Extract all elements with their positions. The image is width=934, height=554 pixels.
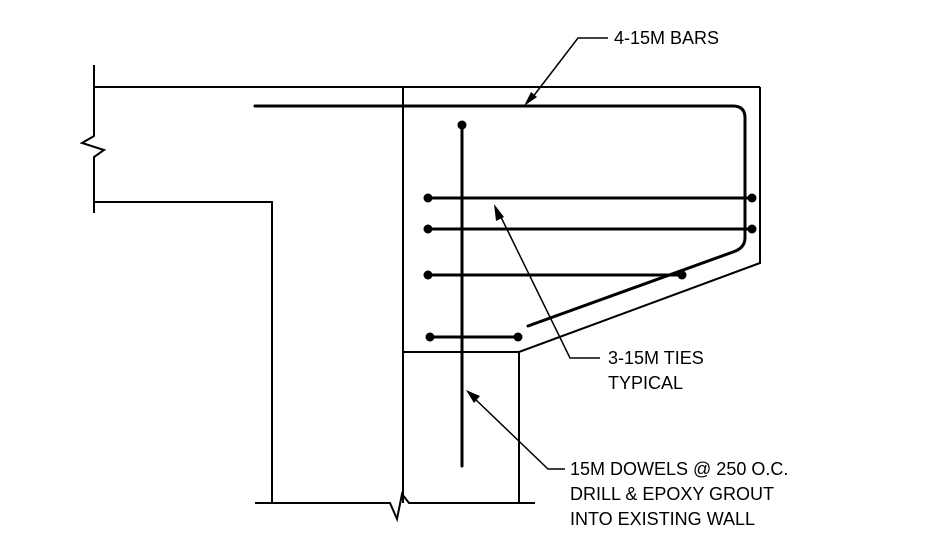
- new-section-outline: [402, 87, 761, 353]
- bars-leader: [524, 37, 608, 106]
- bar-dot: [423, 270, 433, 280]
- bar-dot: [513, 332, 523, 342]
- existing-wall: [255, 352, 535, 523]
- bar-dot: [747, 193, 757, 203]
- bars-leader-line: [531, 37, 608, 99]
- bar-dot: [425, 332, 435, 342]
- ties-leader-arrow: [494, 204, 504, 221]
- existing-slab-outline: [79, 65, 760, 503]
- wall-break-line: [255, 491, 535, 523]
- ties-note-line-2: TYPICAL: [608, 373, 683, 393]
- bar-dot: [423, 193, 433, 203]
- ties-leader-line: [498, 212, 600, 359]
- ties-note-line-1: 3-15M TIES: [608, 348, 704, 368]
- slab-break-line: [79, 65, 107, 213]
- new-concrete-section: [402, 87, 761, 353]
- bar-dot: [747, 224, 757, 234]
- dowels-note-line-2: DRILL & EPOXY GROUT: [570, 484, 774, 504]
- bar-dot: [457, 120, 467, 130]
- dowels-leader-arrow: [466, 390, 480, 403]
- ties-leader: [494, 204, 600, 359]
- dowels-note-line-3: INTO EXISTING WALL: [570, 509, 755, 529]
- bar-dot: [677, 270, 687, 280]
- slab-soffit-and-wall-face: [94, 201, 273, 503]
- top-bar-with-hook: [253, 104, 747, 328]
- bars-leader-arrow: [524, 92, 537, 106]
- bars-note: 4-15M BARS: [614, 28, 719, 48]
- bar-dot: [423, 224, 433, 234]
- dowels-leader: [466, 390, 565, 470]
- dowels-note-line-1: 15M DOWELS @ 250 O.C.: [570, 459, 788, 479]
- reinforcement: [253, 104, 757, 468]
- dowels-leader-line: [473, 397, 565, 470]
